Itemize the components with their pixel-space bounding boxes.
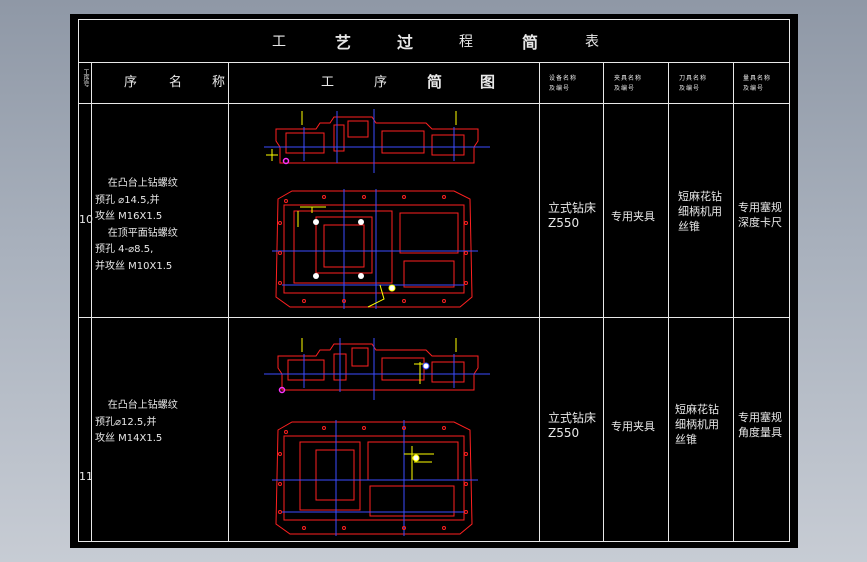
row-10-process: 在凸台上钻螺纹 预孔 ⌀14.5,并 攻丝 M16X1.5 在顶平面钻螺纹 预孔…: [95, 178, 178, 272]
header-cutting-line1: 刀具名称: [679, 75, 708, 82]
title-char: 过: [397, 33, 414, 52]
header-measuring-line1: 量具名称: [743, 75, 772, 82]
title-char: 表: [585, 34, 599, 50]
header-process-char: 序: [124, 75, 138, 90]
row-11-equipment: 立式钻床 Z550: [548, 411, 597, 440]
process-sketch-11: [264, 338, 490, 536]
rule-header: [79, 103, 789, 104]
header-process-char: 称: [212, 75, 226, 90]
row-11-process: 在凸台上钻螺纹 预孔⌀12.5,并 攻丝 M14X1.5: [95, 400, 178, 444]
table-frame: 工 艺 过 程 简 表 工序号 序 名 称 工 序 简 图 设备名称 及编号 夹…: [78, 19, 790, 542]
row-11-fixture: 专用夹具: [611, 420, 655, 433]
row-10-equipment: 立式钻床 Z550: [548, 201, 597, 230]
col-rule-3: [539, 62, 540, 542]
row-11-cutting-tool: 短麻花钻 细柄机用 丝锥: [675, 403, 719, 446]
row-10-fixture: 专用夹具: [611, 210, 655, 223]
row-10-cutting-tool: 短麻花钻 细柄机用 丝锥: [678, 190, 722, 233]
header-fixture-line2: 及编号: [614, 85, 636, 92]
header-measuring-line2: 及编号: [743, 85, 765, 92]
title-char: 艺: [335, 33, 352, 52]
row-10-seq: 10: [79, 213, 93, 226]
header-sketch-char: 序: [374, 75, 388, 90]
header-sketch-char: 简: [427, 73, 443, 91]
col-rule-4: [603, 62, 604, 542]
col-rule-2: [228, 62, 229, 542]
process-sketch-10: [264, 109, 490, 309]
rule-row: [79, 317, 789, 318]
header-sketch-char: 图: [480, 73, 496, 91]
row-11-seq: 11: [79, 470, 93, 483]
header-equipment-line1: 设备名称: [549, 75, 578, 82]
col-rule-6: [733, 62, 734, 542]
row-11-measuring-tool: 专用塞规 角度量具: [738, 411, 782, 439]
header-sketch-char: 工: [321, 75, 335, 90]
row-10-measuring-tool: 专用塞规 深度卡尺: [738, 201, 782, 229]
drawing-sheet: 工 艺 过 程 简 表 工序号 序 名 称 工 序 简 图 设备名称 及编号 夹…: [70, 14, 798, 548]
header-process-char: 名: [169, 75, 183, 90]
title-char: 工: [272, 34, 286, 50]
rule-title: [79, 62, 789, 63]
col-rule-1: [91, 62, 92, 542]
header-equipment-line2: 及编号: [549, 85, 571, 92]
title-char: 简: [522, 33, 539, 52]
col-rule-5: [668, 62, 669, 542]
header-cutting-line2: 及编号: [679, 85, 701, 92]
header-fixture-line1: 夹具名称: [614, 75, 643, 82]
title-char: 程: [459, 34, 473, 50]
header-seq-no: 工序号: [82, 69, 89, 87]
